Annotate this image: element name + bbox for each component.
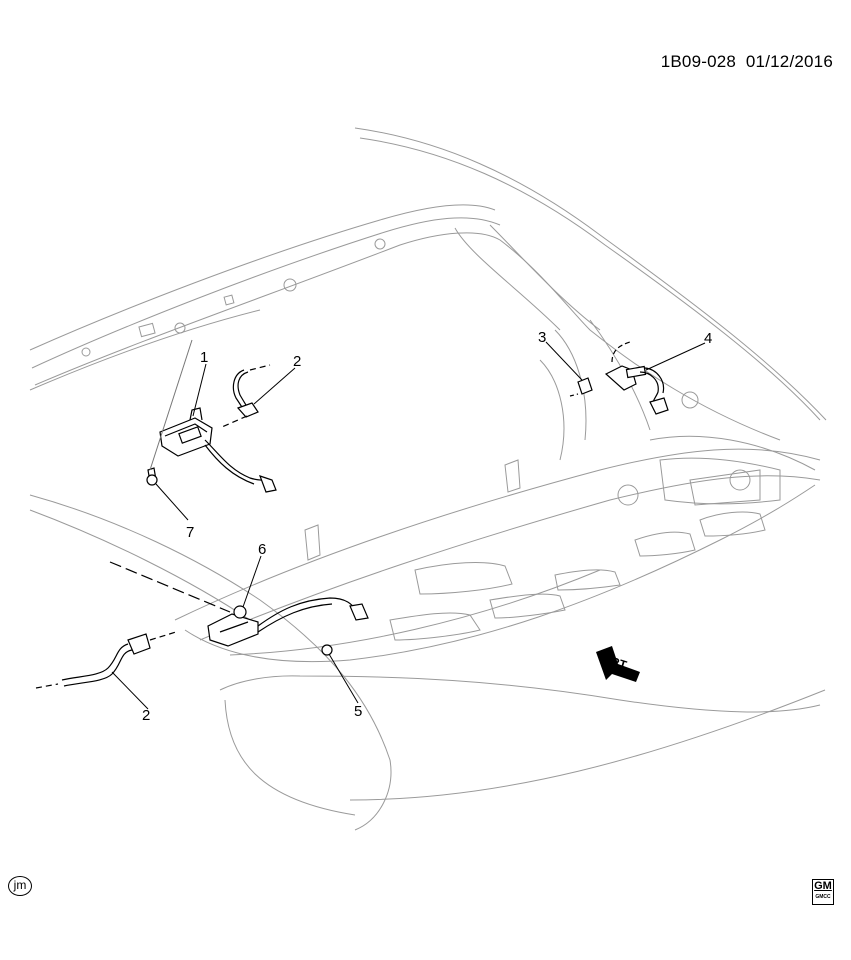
part-3-clip [569,377,593,397]
gm-logo-subtext: GMCC [815,894,831,900]
gm-logo-text: GM [814,880,832,892]
part-4-hood-latch-switch [604,341,669,415]
part-2-release-cable-upper [221,364,271,428]
callout-6: 6 [258,541,267,558]
callout-3: 3 [538,329,547,346]
leader-lines [111,339,706,710]
callout-7: 7 [186,524,195,541]
illustrator-mark: jm [8,876,32,896]
gm-logo-icon: GM GMCC [812,879,834,905]
part-6-hood-latch [109,561,369,647]
diagram-date: 01/12/2016 [745,52,833,71]
callout-2-lower: 2 [142,707,151,724]
callout-5: 5 [354,703,363,720]
front-arrow-icon [596,646,640,682]
part-1-hood-latch-release [159,407,277,493]
hood-panel [29,127,827,831]
diagram-number: 1B09-028 [660,52,737,71]
part-5-nut [321,644,333,656]
part-7-bolt [146,467,158,486]
diagram-header: 1B09-028 01/12/2016 [661,52,833,72]
callout-1: 1 [200,349,209,366]
part-2-release-cable-lower [35,631,177,689]
callout-2-upper: 2 [293,353,302,370]
callout-4: 4 [704,330,713,347]
